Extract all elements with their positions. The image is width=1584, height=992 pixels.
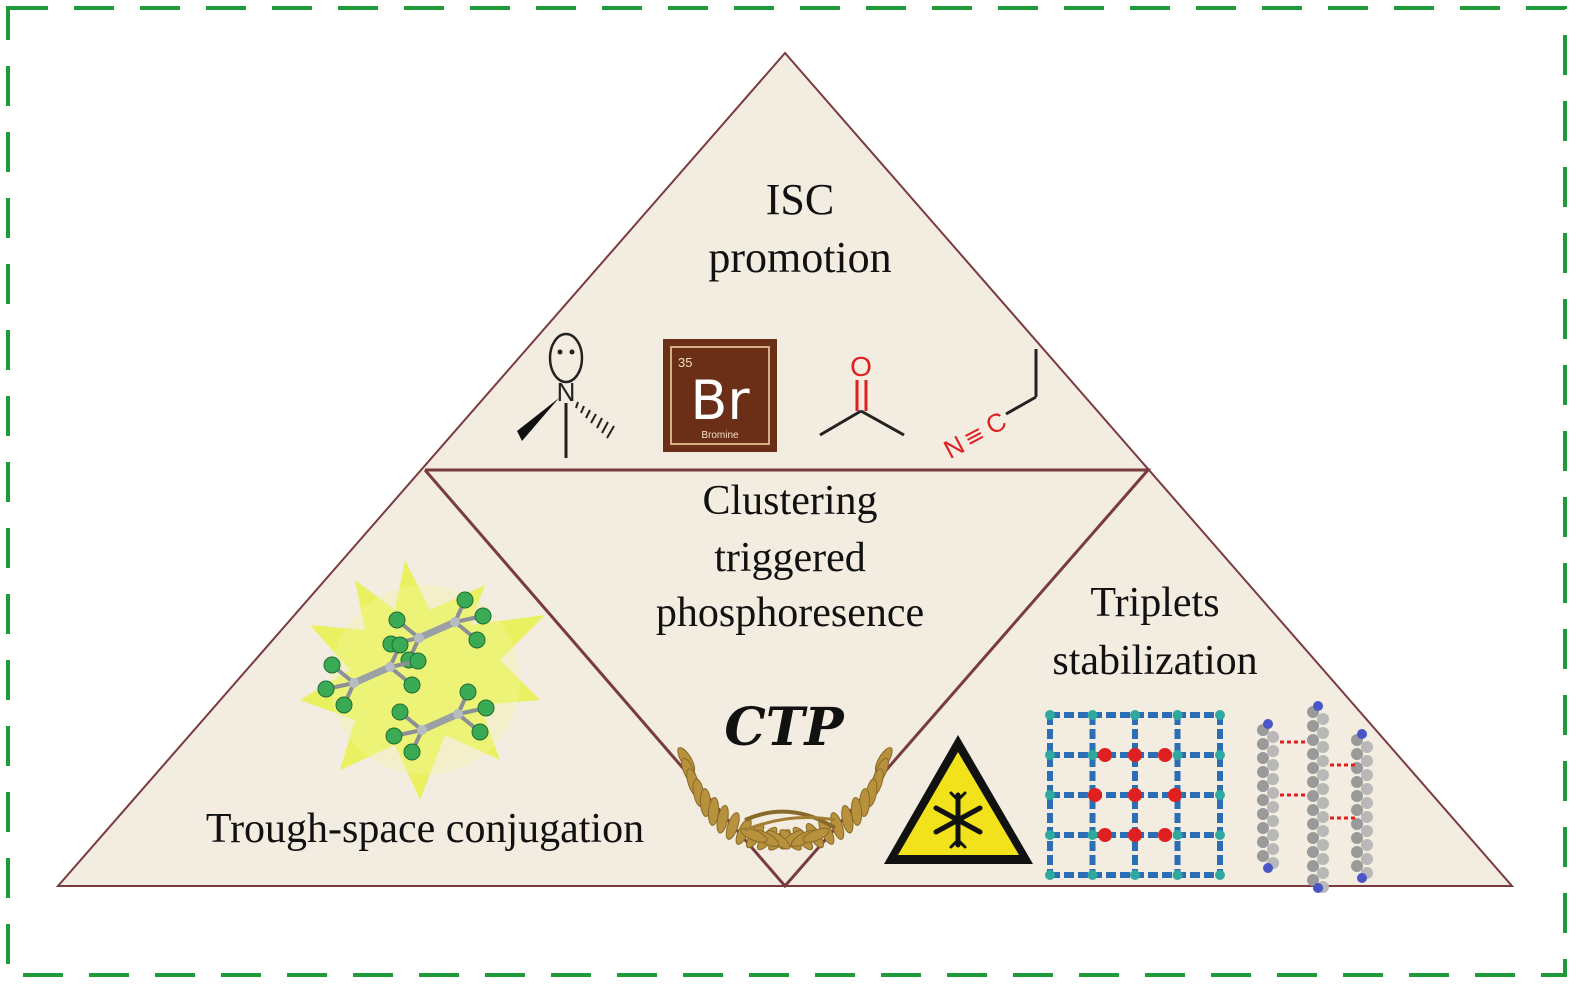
triplets-title: Triplets: [1090, 580, 1220, 626]
carbonyl-oxygen-label: O: [850, 351, 872, 382]
triggered-title: triggered: [714, 535, 866, 581]
promotion-title: promotion: [708, 233, 892, 282]
stacked-molecules-icon: [1257, 701, 1373, 893]
bromine-atomic-number: 35: [678, 355, 692, 370]
ctp-emblem-text: CTP: [724, 697, 845, 758]
inner-triangle-divider: [423, 468, 1152, 889]
isc-title: ISC: [765, 175, 835, 224]
dashed-frame: [6, 6, 1567, 977]
amine-nitrogen-label: N: [557, 377, 576, 407]
phosphoresence-title: phosphoresence: [655, 590, 925, 636]
carbonyl-icon: [819, 380, 905, 437]
bromine-element-icon: [663, 339, 777, 452]
nitrile-icon: [1005, 349, 1038, 416]
snowflake-warning-icon: [884, 735, 1033, 864]
bromine-name: Bromine: [701, 430, 739, 441]
clustering-title: Clustering: [702, 478, 878, 524]
through-space-conjugation-title: Trough-space conjugation: [205, 806, 645, 852]
crystal-lattice-icon: [1045, 710, 1225, 880]
glowing-molecule-cluster-icon: [300, 560, 545, 800]
amine-lone-pair-icon: [517, 332, 615, 458]
stabilization-title: stabilization: [1052, 638, 1258, 684]
laurel-wreath-icon: [677, 747, 893, 851]
bromine-symbol: Br: [690, 369, 750, 432]
